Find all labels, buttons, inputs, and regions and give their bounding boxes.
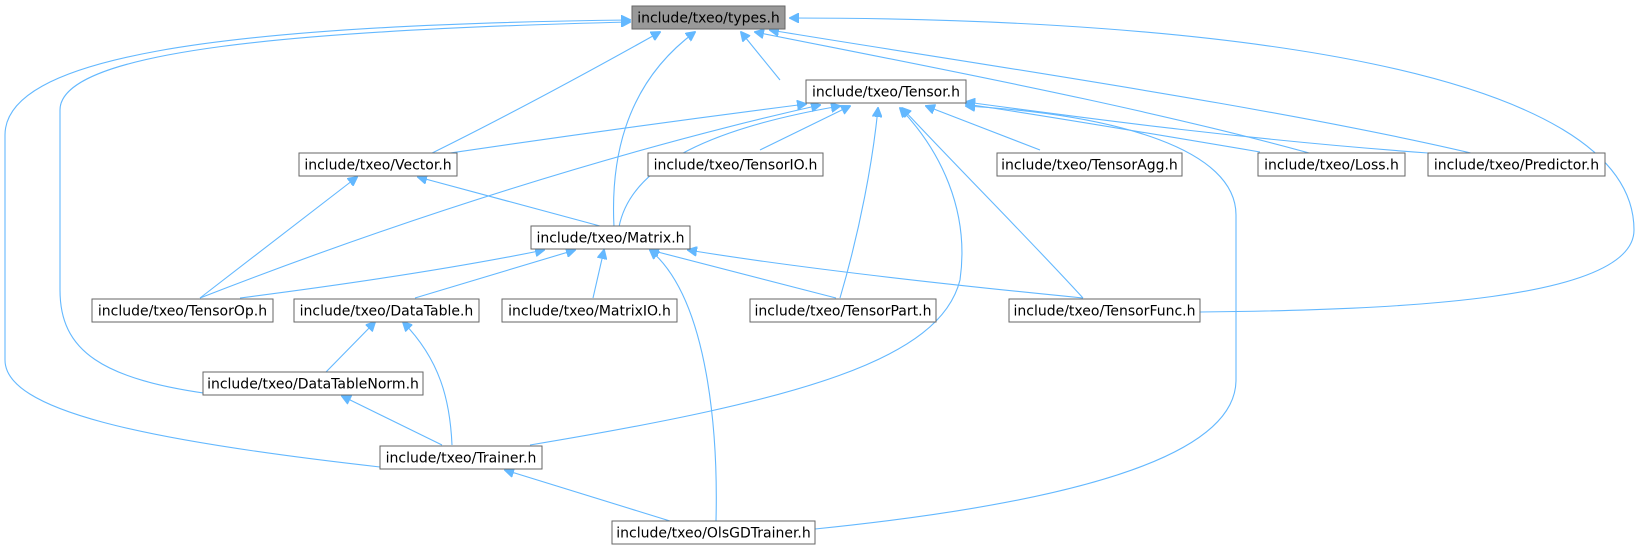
edge-tensorpart-to-matrix xyxy=(650,250,837,299)
edge-datatablenorm-to-datatable xyxy=(325,322,375,373)
node-types-h[interactable]: include/txeo/types.h xyxy=(631,5,786,30)
edge-tensorfunc-to-types xyxy=(790,18,1635,313)
edge-tensorio-to-tensor xyxy=(759,106,850,151)
edge-loss-to-types xyxy=(755,32,1335,161)
edge-tensorop-to-matrix xyxy=(239,250,544,299)
node-label: include/txeo/TensorOp.h xyxy=(98,304,267,320)
node-tensorfunc-h[interactable]: include/txeo/TensorFunc.h xyxy=(1008,298,1201,323)
edge-trainer-to-datatable xyxy=(403,322,453,446)
node-label: include/txeo/TensorAgg.h xyxy=(1001,158,1178,174)
edge-datatablenorm-to-types xyxy=(59,22,630,396)
edge-tensoragg-to-tensor xyxy=(926,106,1041,151)
edge-olsgdtrainer-to-matrix xyxy=(650,250,717,522)
node-tensorio-h[interactable]: include/txeo/TensorIO.h xyxy=(647,152,824,177)
edge-loss-to-tensor xyxy=(966,104,1261,153)
edge-predictor-to-tensor xyxy=(966,102,1429,154)
edge-trainer-to-types xyxy=(4,20,630,468)
node-label: include/txeo/TensorFunc.h xyxy=(1013,304,1195,320)
node-label: include/txeo/Trainer.h xyxy=(386,451,537,467)
node-label: include/txeo/TensorIO.h xyxy=(654,158,818,174)
node-label: include/txeo/Predictor.h xyxy=(1434,158,1599,174)
node-label: include/txeo/Vector.h xyxy=(304,158,451,174)
node-label: include/txeo/Loss.h xyxy=(1264,158,1399,174)
node-matrix-h[interactable]: include/txeo/Matrix.h xyxy=(530,225,691,250)
node-datatablenorm-h[interactable]: include/txeo/DataTableNorm.h xyxy=(202,371,424,396)
node-label: include/txeo/DataTable.h xyxy=(300,304,474,320)
edge-tensorfunc-to-matrix xyxy=(688,250,1084,299)
edge-vector-to-tensor xyxy=(409,104,806,160)
node-trainer-h[interactable]: include/txeo/Trainer.h xyxy=(379,445,543,470)
node-label: include/txeo/DataTableNorm.h xyxy=(207,377,419,393)
node-label: include/txeo/Tensor.h xyxy=(812,85,960,101)
node-olsgdtrainer-h[interactable]: include/txeo/OlsGDTrainer.h xyxy=(611,520,816,545)
node-matrixio-h[interactable]: include/txeo/MatrixIO.h xyxy=(501,298,678,323)
edge-datatable-to-matrix xyxy=(414,250,575,299)
node-label: include/txeo/TensorPart.h xyxy=(755,304,932,320)
edge-matrixio-to-matrix xyxy=(592,250,604,299)
node-vector-h[interactable]: include/txeo/Vector.h xyxy=(298,152,458,177)
edge-olsgdtrainer-to-trainer xyxy=(505,470,671,522)
node-tensor-h[interactable]: include/txeo/Tensor.h xyxy=(805,79,967,104)
edge-predictor-to-types xyxy=(770,30,1501,161)
node-tensoragg-h[interactable]: include/txeo/TensorAgg.h xyxy=(996,152,1183,177)
edge-matrix-to-vector xyxy=(418,177,601,227)
node-label: include/txeo/Matrix.h xyxy=(536,231,684,247)
node-loss-h[interactable]: include/txeo/Loss.h xyxy=(1257,152,1406,177)
edge-trainer-to-tensor xyxy=(529,108,963,446)
node-datatable-h[interactable]: include/txeo/DataTable.h xyxy=(293,298,480,323)
edge-trainer-to-datatablenorm xyxy=(342,396,443,446)
edge-tensor-to-types xyxy=(741,32,781,81)
edge-olsgdtrainer-to-tensor xyxy=(814,106,1237,530)
edge-tensorop-to-vector xyxy=(199,177,357,299)
edge-vector-to-types xyxy=(419,32,660,160)
edge-tensorop-to-tensor xyxy=(199,105,820,299)
node-label: include/txeo/MatrixIO.h xyxy=(508,304,671,320)
node-label: include/txeo/OlsGDTrainer.h xyxy=(616,526,811,542)
node-tensorpart-h[interactable]: include/txeo/TensorPart.h xyxy=(749,298,937,323)
edge-tensorpart-to-tensor xyxy=(839,108,878,299)
edge-matrix-to-types xyxy=(612,32,695,228)
node-label: include/txeo/types.h xyxy=(637,11,780,27)
edge-tensorfunc-to-tensor xyxy=(902,108,1084,299)
node-predictor-h[interactable]: include/txeo/Predictor.h xyxy=(1427,152,1606,177)
node-tensorop-h[interactable]: include/txeo/TensorOp.h xyxy=(91,298,274,323)
